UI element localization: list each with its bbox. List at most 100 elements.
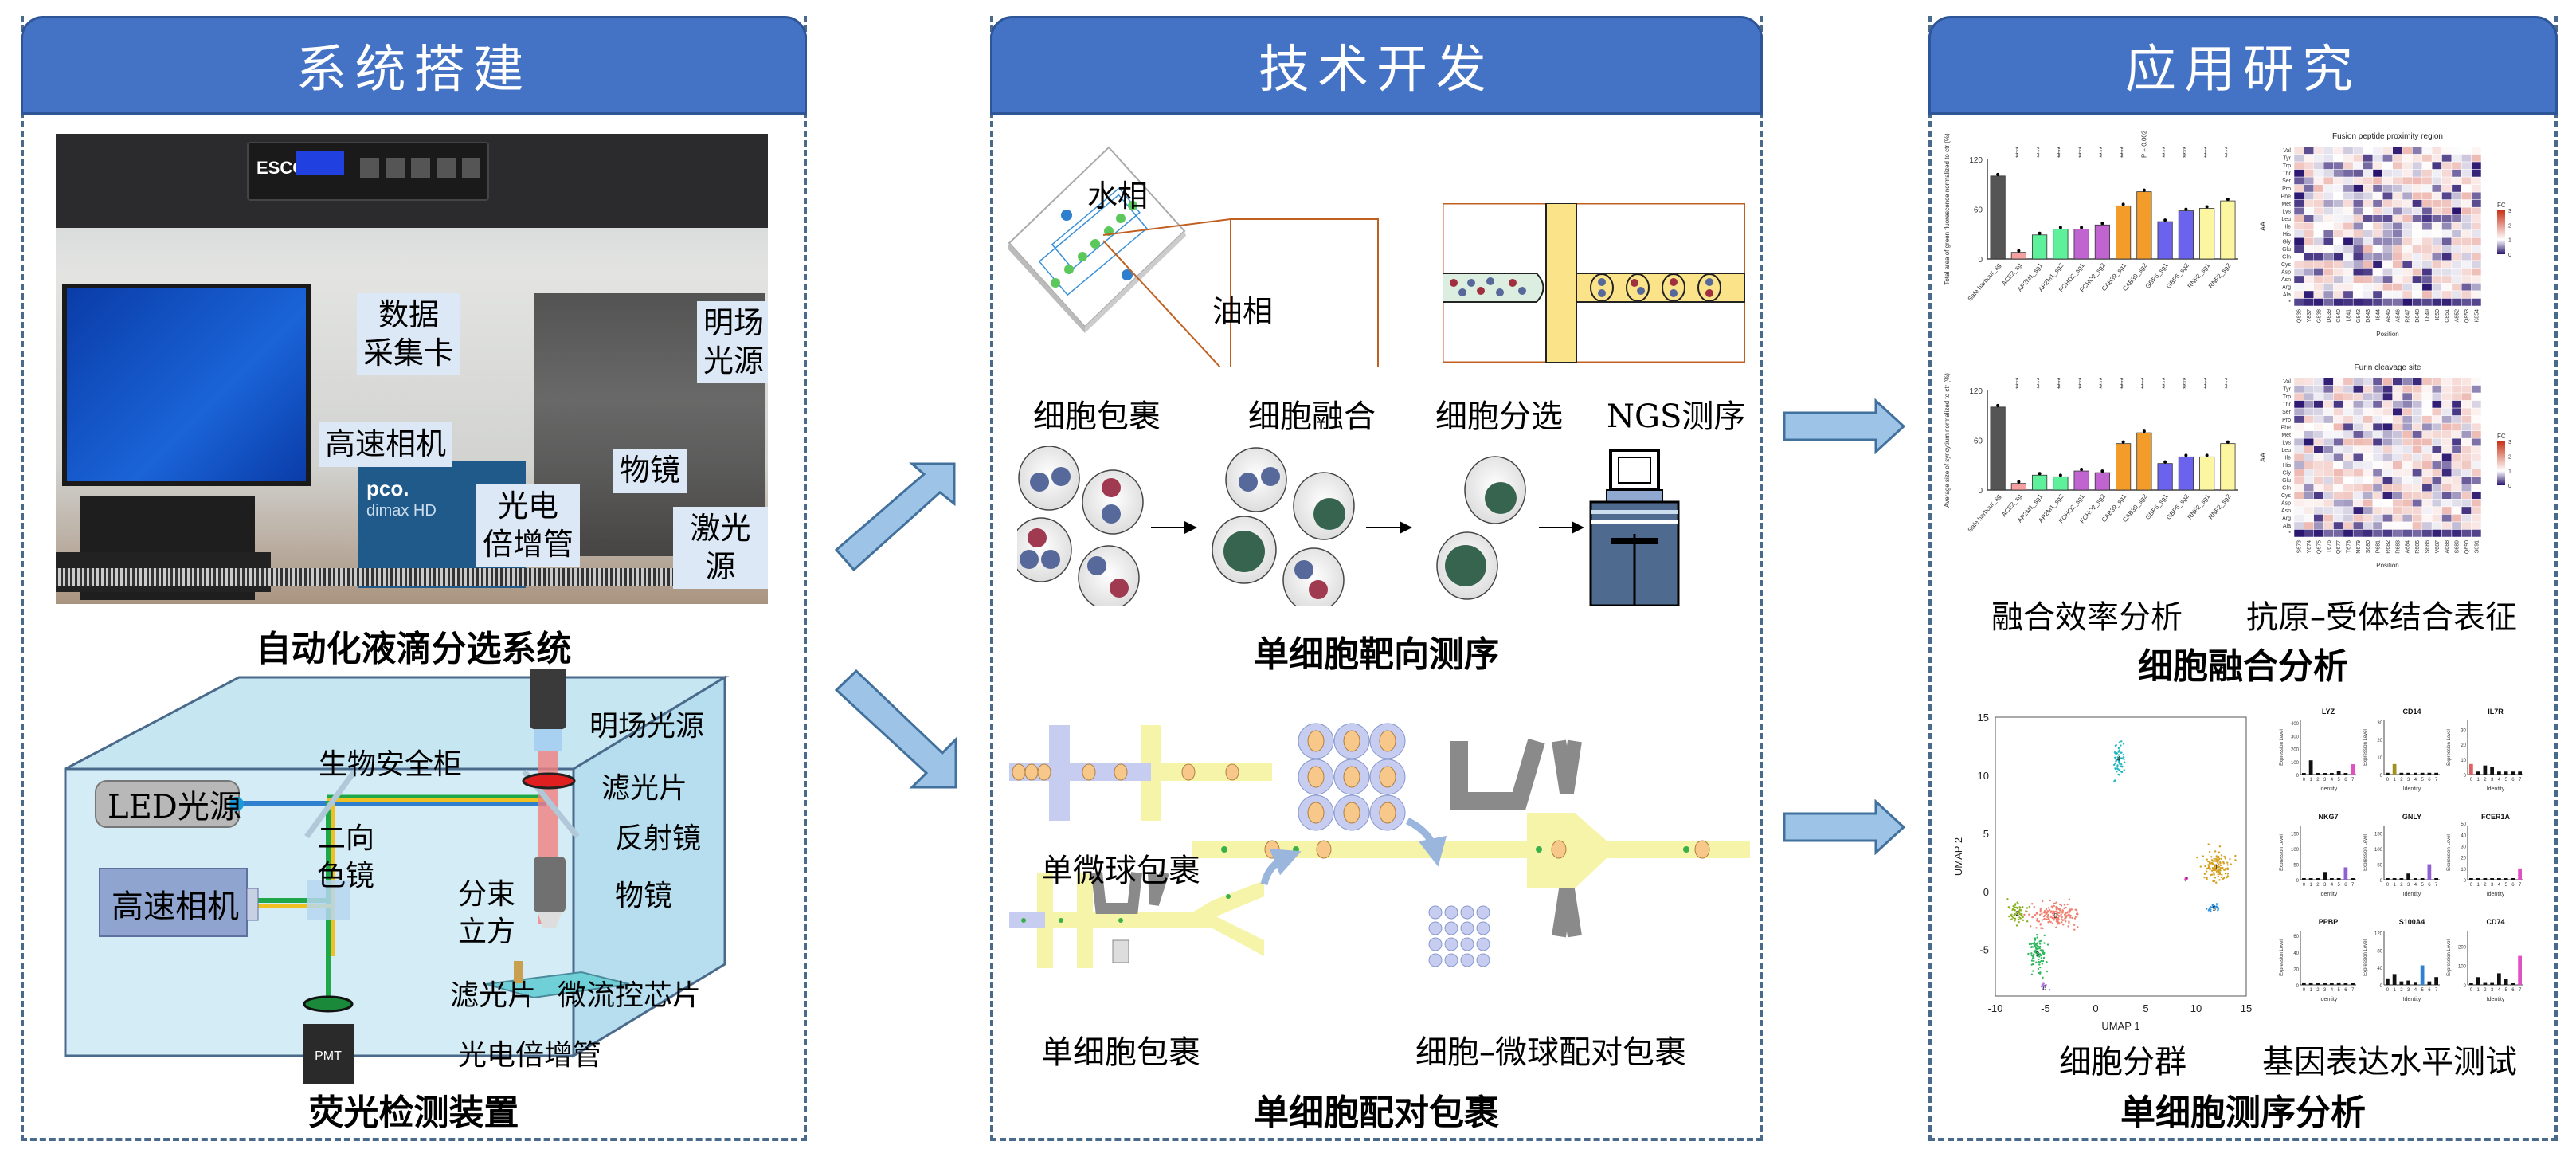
umap-point xyxy=(2065,920,2067,923)
data-point xyxy=(2226,440,2230,444)
heatmap-cell xyxy=(2352,529,2363,538)
heatmap-cell xyxy=(2343,275,2354,284)
heatmap-cell xyxy=(2471,161,2482,170)
y-tick-label: Ile xyxy=(2285,455,2292,461)
x-tick-label: -5 xyxy=(2041,1002,2050,1014)
violin xyxy=(2399,878,2404,880)
heatmap-cell xyxy=(2431,422,2442,431)
umap-point xyxy=(2120,757,2124,759)
y-tick-label: 30 xyxy=(2461,728,2466,733)
heatmap-cell xyxy=(2412,268,2423,277)
y-tick-label: 30 xyxy=(2461,845,2466,850)
label-daq: 数据 采集卡 xyxy=(357,293,461,375)
heatmap-cell xyxy=(2382,506,2393,515)
heatmap-cell xyxy=(2333,499,2344,508)
heatmap-cell xyxy=(2382,222,2393,231)
x-tick-label: 0 xyxy=(2470,778,2473,782)
heatmap-cell xyxy=(2421,237,2433,246)
step-ngs: NGS测序 xyxy=(1607,398,1746,435)
pairing-encapsulation-diagram xyxy=(1009,723,1750,968)
heatmap-cell xyxy=(2402,298,2413,307)
heatmap-cell xyxy=(2402,461,2413,469)
heatmap-cell xyxy=(2352,222,2363,231)
heatmap-cell xyxy=(2382,529,2393,538)
umap-point xyxy=(2045,983,2047,986)
x-tick-label: Q836 xyxy=(2297,309,2303,323)
y-tick-label: 10 xyxy=(2377,756,2382,761)
umap-point xyxy=(2061,912,2064,914)
umap-point xyxy=(2199,865,2202,868)
x-axis-label: Position xyxy=(2376,562,2398,569)
heatmap-cell xyxy=(2421,283,2433,292)
y-tick-label: Tyr xyxy=(2283,387,2291,393)
umap-point xyxy=(2218,845,2222,848)
heatmap-cell xyxy=(2323,206,2334,215)
heatmap-cell xyxy=(2421,407,2433,416)
heatmap-cell xyxy=(2343,461,2354,469)
heatmap-cell xyxy=(2451,298,2462,307)
heatmap-cell xyxy=(2431,290,2442,299)
heatmap-cell xyxy=(2363,461,2374,469)
violin xyxy=(2406,980,2410,985)
heatmap-cell xyxy=(2333,430,2344,439)
significance-label: **** xyxy=(2014,377,2022,389)
umap-point xyxy=(2207,843,2210,845)
umap-point xyxy=(2045,912,2048,916)
heatmap-cell xyxy=(2382,422,2393,431)
heatmap-cell xyxy=(2352,453,2363,462)
heatmap-cell xyxy=(2304,392,2314,401)
umap-point xyxy=(2010,913,2013,916)
umap-point xyxy=(2045,918,2047,920)
caption-cell-fusion: 细胞融合分析 xyxy=(2138,646,2348,687)
umap-point xyxy=(2030,954,2033,956)
violin xyxy=(2406,772,2410,775)
heatmap-cell xyxy=(2392,253,2403,261)
heatmap-cell xyxy=(2412,499,2423,508)
umap-point xyxy=(2049,920,2052,924)
heatmap-cell xyxy=(2304,290,2314,299)
heatmap-cell xyxy=(2392,476,2403,484)
heatmap-cell xyxy=(2363,445,2374,454)
heatmap-cell xyxy=(2431,430,2442,439)
heatmap-cell xyxy=(2471,430,2482,439)
heatmap-cell xyxy=(2313,476,2324,484)
heatmap-cell xyxy=(2441,268,2453,277)
umap-point xyxy=(2206,867,2209,869)
bar xyxy=(2136,191,2152,260)
umap-point xyxy=(2210,859,2214,861)
encapsulated-droplets xyxy=(1590,273,1721,302)
violin xyxy=(2399,772,2404,775)
heatmap-cell xyxy=(2412,392,2423,401)
violin xyxy=(2518,868,2522,880)
umap-point xyxy=(2074,916,2077,918)
heatmap-cell xyxy=(2382,214,2393,223)
heatmap-cell xyxy=(2293,476,2304,484)
umap-point xyxy=(2123,769,2125,771)
heatmap-cell xyxy=(2293,461,2304,469)
heatmap-cell xyxy=(2323,430,2334,439)
umap-point xyxy=(2226,876,2228,879)
label-antigen-binding: 抗原–受体结合表征 xyxy=(2246,599,2517,636)
heatmap-cell xyxy=(2363,514,2374,523)
umap-point xyxy=(2018,918,2020,921)
heatmap-cell xyxy=(2352,245,2363,253)
heatmap-cell xyxy=(2451,184,2462,193)
legend-tick: 3 xyxy=(2508,209,2511,214)
heatmap-cell xyxy=(2372,392,2383,401)
heatmap-cell xyxy=(2431,453,2442,462)
umap-point xyxy=(2060,913,2062,916)
umap-point xyxy=(2042,927,2044,930)
heatmap-cell xyxy=(2352,377,2363,386)
heatmap-cell xyxy=(2392,514,2403,523)
umap-point xyxy=(2120,763,2123,766)
heatmap-cell xyxy=(2304,222,2314,231)
heatmap-cell xyxy=(2363,222,2374,231)
heatmap-cell xyxy=(2431,275,2442,284)
heatmap-cell xyxy=(2352,290,2363,299)
y-axis-label: Expression Level xyxy=(2447,834,2452,871)
violin xyxy=(2427,981,2432,985)
umap-point xyxy=(2205,908,2208,910)
heatmap-cell xyxy=(2323,290,2334,299)
heatmap-cell xyxy=(2304,154,2314,163)
